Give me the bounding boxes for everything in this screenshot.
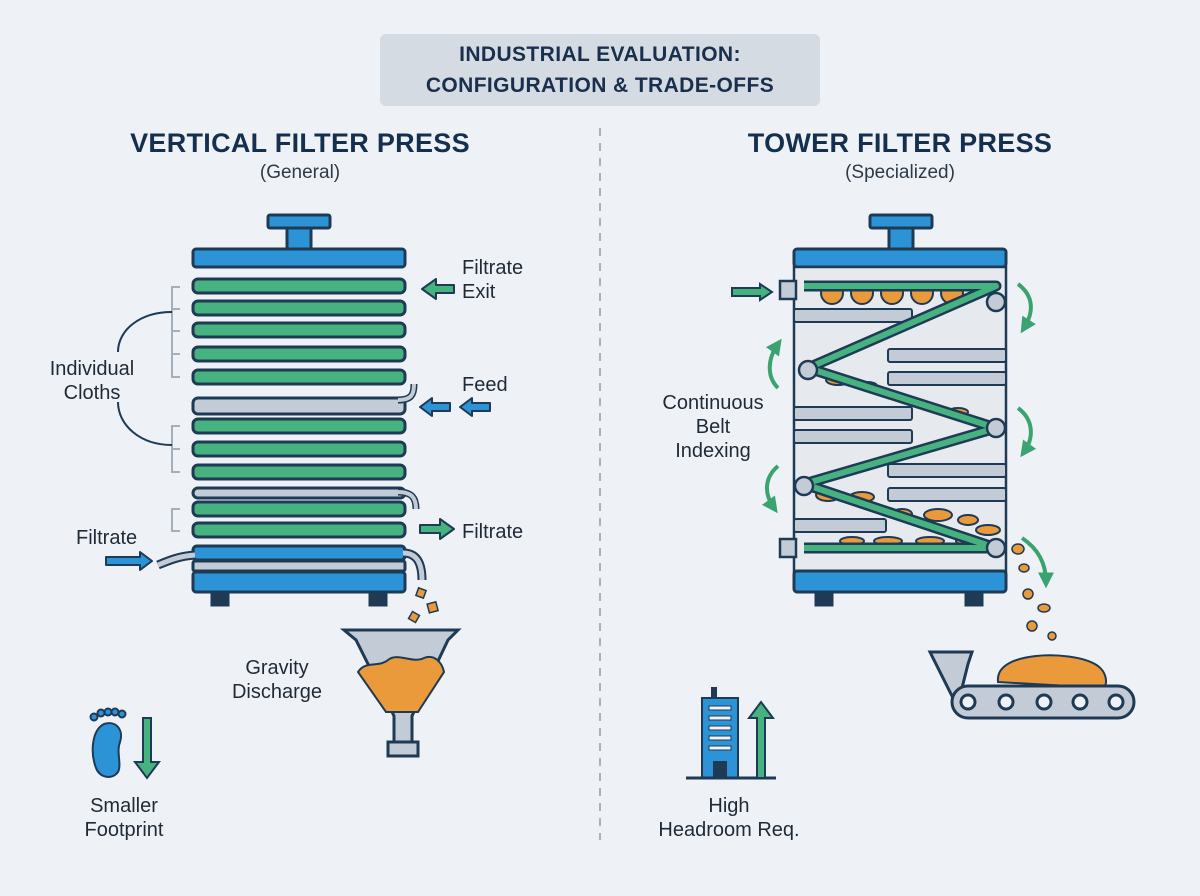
tower-press-base <box>792 569 1008 594</box>
discharge-pipe <box>402 550 425 581</box>
feed-label: Feed <box>462 374 508 396</box>
gray-plate <box>191 486 407 500</box>
title-line-1: INDUSTRIAL EVALUATION: <box>459 43 741 66</box>
cloth-plate <box>191 521 407 539</box>
right-subheading: (Specialized) <box>845 162 955 183</box>
tower-feed-arrow <box>731 282 774 302</box>
cloth-plate <box>191 500 407 518</box>
tower-shelves <box>793 308 1007 533</box>
base-gray-plate <box>191 559 407 573</box>
tower-press-top-knob <box>868 213 934 230</box>
feed-arrow-2 <box>459 397 491 417</box>
filtrate-exit-label-2: Exit <box>462 281 496 303</box>
vertical-press-base <box>191 570 407 594</box>
cloth-plate <box>191 299 407 317</box>
filtrate-in-arrow <box>105 551 153 571</box>
headroom-label-1: High <box>708 795 750 817</box>
cloths-label-1: Individual <box>49 358 135 380</box>
building-up-icon <box>686 687 776 780</box>
vertical-press-foot <box>368 590 388 607</box>
tower-press-foot <box>814 590 834 607</box>
vertical-press-top-knob <box>266 213 332 230</box>
filtrate-in-label: Filtrate <box>76 527 138 549</box>
feed-plate <box>191 396 407 416</box>
left-heading: VERTICAL FILTER PRESS <box>130 128 470 158</box>
tower-press-top-plate <box>792 247 1008 269</box>
left-subheading: (General) <box>259 162 341 183</box>
tower-falling-cake <box>1011 543 1057 641</box>
footprint-label-1: Smaller <box>90 795 158 817</box>
filtrate-out-label: Filtrate <box>462 521 524 543</box>
cloth-plate <box>191 417 407 435</box>
belt-label-2: Belt <box>695 416 731 438</box>
tower-flow-arrows <box>761 282 1054 589</box>
title-line-2: CONFIGURATION & TRADE-OFFS <box>425 74 775 97</box>
feed-arrow-1 <box>419 397 451 417</box>
tower-press-top-stem <box>887 226 915 252</box>
belt-label-3: Indexing <box>675 440 751 462</box>
cloth-plate <box>191 368 407 386</box>
vertical-press-foot <box>210 590 230 607</box>
feed-pipe <box>397 383 416 402</box>
footprint-down-icon <box>89 707 161 780</box>
right-heading: TOWER FILTER PRESS <box>747 128 1053 158</box>
cloth-brackets <box>171 286 180 532</box>
gravity-label-1: Gravity <box>245 657 309 679</box>
headroom-label-2: Headroom Req. <box>658 819 800 841</box>
vertical-press <box>191 213 407 607</box>
gravity-label-2: Discharge <box>231 681 323 703</box>
cloth-plate <box>191 345 407 363</box>
cloth-plate <box>191 440 407 458</box>
discharge-hopper <box>339 628 462 758</box>
inlet-pipe <box>157 552 196 568</box>
cloth-plate <box>191 463 407 481</box>
footprint-label-2: Footprint <box>84 819 164 841</box>
cloths-label-2: Cloths <box>63 382 121 404</box>
belt-rollers <box>778 279 1007 559</box>
belt-label-1: Continuous <box>662 392 764 414</box>
title-banner: INDUSTRIAL EVALUATION: CONFIGURATION & T… <box>380 34 820 106</box>
cloths-callout-line <box>117 311 173 446</box>
bottom-blue-plate <box>191 544 407 562</box>
vertical-press-top-plate <box>191 247 407 269</box>
filtrate-out-arrow <box>419 518 455 540</box>
tower-press-foot <box>964 590 984 607</box>
filtrate-exit-label-1: Filtrate <box>462 257 524 279</box>
cloth-plate <box>191 277 407 295</box>
discharge-conveyor <box>927 650 1136 720</box>
cloth-plate <box>191 321 407 339</box>
vertical-press-top-stem <box>285 226 313 252</box>
filtrate-pipe <box>397 490 418 510</box>
filtrate-exit-arrow <box>421 278 455 300</box>
